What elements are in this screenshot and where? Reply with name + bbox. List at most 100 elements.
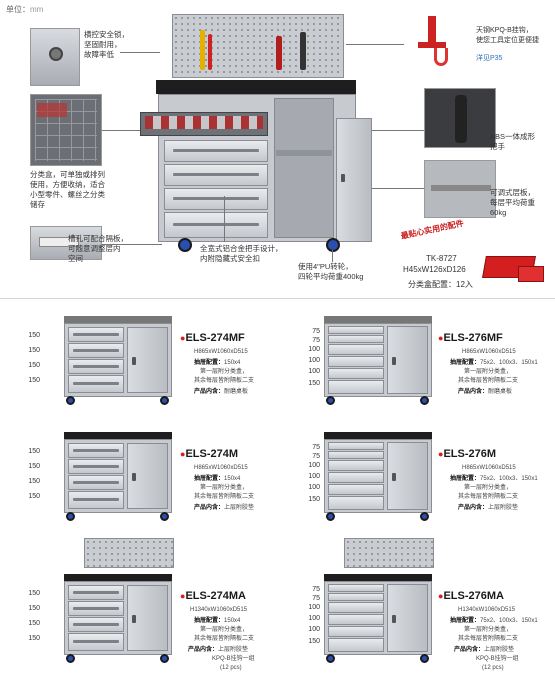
drawer-height-label: 100 bbox=[308, 626, 320, 633]
leader-handle bbox=[224, 196, 225, 242]
drawer bbox=[68, 375, 124, 393]
drawer-height-label: 100 bbox=[308, 604, 320, 611]
product-content-pcs: (12 pcs) bbox=[482, 665, 504, 671]
product-content-extra: KPQ-B挂钩一组 bbox=[212, 656, 255, 662]
drawer-5 bbox=[164, 212, 268, 238]
product-content: 产品内含：上层附胶垫 bbox=[458, 505, 519, 511]
product-note-1: 第一层附分类盒， bbox=[200, 627, 249, 633]
tool-pliers bbox=[276, 36, 282, 70]
product-note-2: 其余每层皆附隔板二支 bbox=[194, 378, 255, 384]
cabinet-top bbox=[156, 80, 356, 94]
caster bbox=[326, 512, 335, 521]
drawer-4 bbox=[164, 188, 268, 210]
product-model: ●ELS-276MF bbox=[438, 332, 503, 344]
unit-label: 单位：mm bbox=[6, 4, 43, 15]
shelf-thumbnail bbox=[424, 160, 496, 218]
drawer bbox=[68, 633, 124, 651]
product-config: 抽屉配置：75x2、100x3、150x1 bbox=[450, 476, 538, 482]
cabinet-top bbox=[64, 574, 172, 581]
product-note-2: 其余每层皆附隔板二支 bbox=[458, 494, 519, 500]
drawer bbox=[328, 356, 384, 367]
drawer bbox=[68, 443, 124, 458]
unit-prefix: 单位： bbox=[6, 5, 30, 14]
cabinet-top bbox=[324, 574, 432, 581]
callout-hook: 天钢KPQ-B挂钩， 使您工具定位更便捷 bbox=[476, 27, 539, 44]
drawer bbox=[328, 614, 384, 625]
product-size: H865xW1060xD515 bbox=[194, 465, 248, 471]
drawer bbox=[68, 617, 124, 632]
product-note-2: 其余每层皆附隔板二支 bbox=[194, 494, 255, 500]
product-size: H865xW1060xD515 bbox=[462, 465, 516, 471]
caster bbox=[420, 396, 429, 405]
product-model: ●ELS-276M bbox=[438, 448, 497, 460]
drawer-height-label: 75 bbox=[312, 586, 320, 593]
unit-value: mm bbox=[30, 5, 44, 14]
caster bbox=[160, 512, 169, 521]
drawer-height-label: 100 bbox=[308, 484, 320, 491]
drawer-height-label: 150 bbox=[28, 448, 40, 455]
product-model: ●ELS-276MA bbox=[438, 590, 504, 602]
accessory-title: 最贴心实用的配件 bbox=[400, 218, 465, 241]
product-card: 75 75 100 100 100 150 ●ELS-276M H865xW10… bbox=[278, 426, 555, 536]
drawer bbox=[68, 459, 124, 474]
accessory-size: H45xW126xD126 bbox=[403, 265, 466, 274]
caster bbox=[66, 396, 75, 405]
callout-lock: 横控安全锁， 坚固耐用， 故障率低 bbox=[84, 30, 129, 59]
leader-abs bbox=[372, 130, 424, 131]
product-note-1: 第一层附分类盒， bbox=[464, 369, 513, 375]
hook-page-link[interactable]: 洋见P35 bbox=[476, 55, 503, 62]
hook-thumbnail bbox=[404, 12, 470, 72]
abs-handle-thumbnail bbox=[424, 88, 496, 148]
product-note-1: 第一层附分类盒， bbox=[464, 627, 513, 633]
caster bbox=[66, 654, 75, 663]
cabinet-top bbox=[64, 316, 172, 323]
product-size: H1340xW1060xD515 bbox=[458, 607, 516, 613]
caster bbox=[420, 654, 429, 663]
drawer-height-label: 150 bbox=[28, 347, 40, 354]
product-size: H865xW1060xD515 bbox=[462, 349, 516, 355]
pegboard bbox=[344, 538, 434, 568]
drawer-height-label: 75 bbox=[312, 337, 320, 344]
drawer-height-label: 75 bbox=[312, 328, 320, 335]
product-note-1: 第一层附分类盒， bbox=[200, 485, 249, 491]
tool-screwdriver bbox=[200, 30, 205, 70]
drawer bbox=[328, 496, 384, 510]
drawer bbox=[328, 335, 384, 343]
drawer-height-label: 100 bbox=[308, 615, 320, 622]
callout-handle-drawer: 全宽式铝合金把手设计， 内附隐藏式安全扣 bbox=[200, 244, 283, 263]
product-config: 抽屉配置：75x2、100x3、150x1 bbox=[450, 360, 538, 366]
callout-slot: 槽孔可配合隔板， 可随意调整层内 空间 bbox=[68, 234, 128, 263]
drawer bbox=[68, 327, 124, 342]
product-size: H865xW1060xD515 bbox=[194, 349, 248, 355]
callout-divider: 分类盒，可单独或排列 使用，方便收纳，适合 小型零件、螺丝之分类 储存 bbox=[30, 170, 105, 209]
caster bbox=[326, 654, 335, 663]
drawer bbox=[328, 472, 384, 483]
leader-slot bbox=[102, 244, 162, 245]
callout-casters: 使用4"PU转轮， 四轮平均荷重400kg bbox=[298, 262, 364, 281]
drawer-height-label: 150 bbox=[28, 377, 40, 384]
product-note-2: 其余每层皆附隔板二支 bbox=[458, 378, 519, 384]
drawer-height-label: 100 bbox=[308, 473, 320, 480]
cabinet-door bbox=[387, 584, 428, 652]
open-drawer bbox=[140, 112, 268, 136]
drawer bbox=[328, 368, 384, 379]
pegboard bbox=[84, 538, 174, 568]
leader-hook bbox=[346, 44, 404, 45]
drawer bbox=[328, 451, 384, 459]
product-note-1: 第一层附分类盒， bbox=[464, 485, 513, 491]
leader-divider bbox=[102, 130, 162, 131]
drawer bbox=[328, 326, 384, 334]
product-card: 75 75 100 100 100 150 ●ELS-276MA H1340xW… bbox=[278, 536, 555, 683]
product-note-2: 其余每层皆附隔板二支 bbox=[458, 636, 519, 642]
product-card: 150 150 150 150 ●ELS-274MA H1340xW1060xD… bbox=[0, 536, 278, 683]
caster-1 bbox=[178, 238, 192, 252]
drawer bbox=[328, 626, 384, 637]
lock-thumbnail bbox=[30, 28, 80, 86]
divider-box-thumbnail bbox=[30, 94, 102, 166]
drawer bbox=[328, 442, 384, 450]
product-note-2: 其余每层皆附隔板二支 bbox=[194, 636, 255, 642]
product-content: 产品内含：耐磨桌板 bbox=[458, 389, 513, 395]
product-model: ●ELS-274M bbox=[180, 448, 239, 460]
drawer bbox=[328, 460, 384, 471]
product-content: 产品内含：耐磨桌板 bbox=[194, 389, 249, 395]
